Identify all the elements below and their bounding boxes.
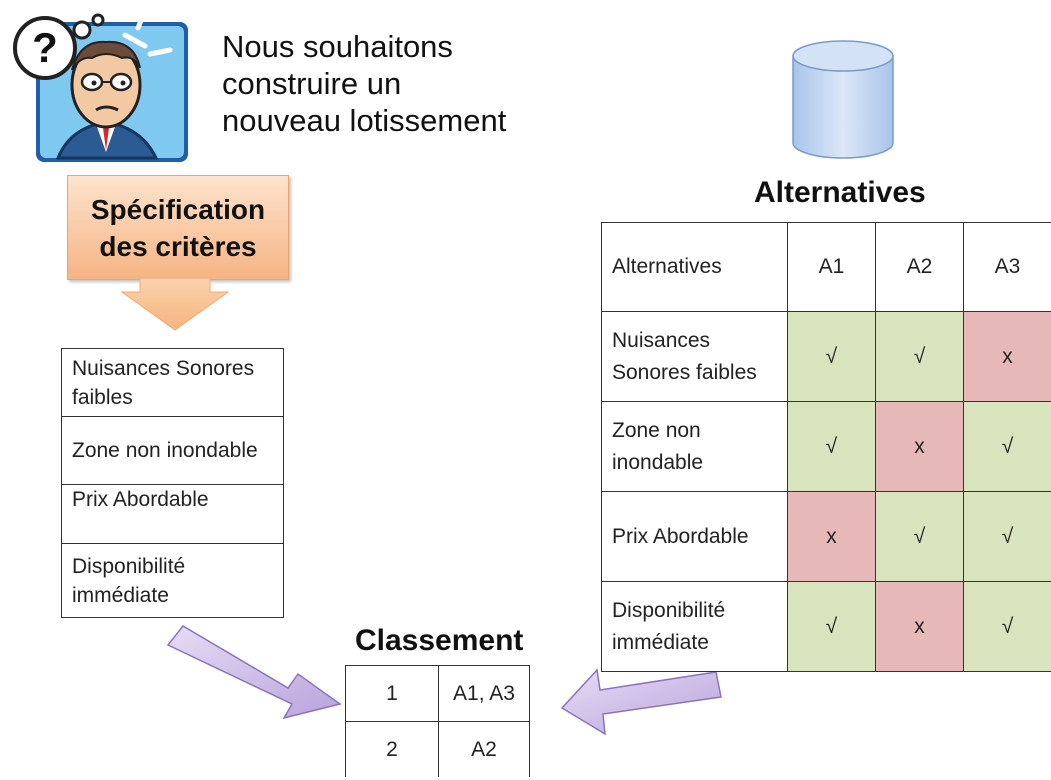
column-header: A1 bbox=[786, 222, 876, 312]
rank-cell: 2 bbox=[345, 721, 439, 777]
cross-cell: x bbox=[962, 311, 1051, 402]
intro-text: Nous souhaitons construire un nouveau lo… bbox=[222, 28, 506, 139]
criteria-specification-box: Spécification des critères bbox=[67, 175, 289, 280]
alternatives-header-row: Alternatives A1 A2 A3 bbox=[601, 222, 1051, 312]
check-cell: √ bbox=[786, 311, 876, 402]
criteria-row: Disponibilité immédiate bbox=[61, 543, 284, 618]
alternatives-title: Alternatives bbox=[754, 176, 926, 209]
intro-line: nouveau lotissement bbox=[222, 103, 507, 138]
cross-cell: x bbox=[874, 401, 964, 492]
svg-text:?: ? bbox=[32, 24, 58, 71]
criteria-row: Zone non inondable bbox=[61, 416, 284, 485]
confused-person-icon: ? bbox=[13, 13, 188, 162]
intro-line: construire un bbox=[222, 66, 402, 101]
ranked-alternatives-cell: A2 bbox=[438, 721, 530, 777]
ranking-title: Classement bbox=[355, 624, 524, 657]
check-cell: √ bbox=[962, 401, 1051, 492]
criteria-row: Nuisances Sonores faibles bbox=[61, 348, 284, 417]
spec-line: des critères bbox=[99, 230, 257, 262]
alternatives-row: Prix Abordable x √ √ bbox=[601, 491, 1051, 582]
database-cylinder-icon bbox=[792, 40, 894, 159]
cross-cell: x bbox=[874, 581, 964, 672]
check-cell: √ bbox=[874, 491, 964, 582]
criteria-table: Nuisances Sonores faibles Zone non inond… bbox=[61, 348, 284, 618]
criteria-cell: Prix Abordable bbox=[61, 484, 284, 544]
criteria-row: Prix Abordable bbox=[61, 484, 284, 544]
alternatives-row: Zone non inondable √ x √ bbox=[601, 401, 1051, 492]
down-arrow-icon bbox=[120, 277, 230, 331]
check-cell: √ bbox=[962, 581, 1051, 672]
spec-line: Spécification bbox=[90, 193, 266, 225]
column-header: A3 bbox=[962, 222, 1051, 312]
row-label: Nuisances Sonores faibles bbox=[601, 311, 788, 402]
alternatives-row: Nuisances Sonores faibles √ √ x bbox=[601, 311, 1051, 402]
rank-cell: 1 bbox=[345, 665, 439, 722]
criteria-cell: Nuisances Sonores faibles bbox=[61, 348, 284, 417]
ranked-alternatives-cell: A1, A3 bbox=[438, 665, 530, 722]
ranking-row: 2 A2 bbox=[345, 721, 530, 777]
check-cell: √ bbox=[962, 491, 1051, 582]
alternatives-table: Alternatives A1 A2 A3 Nuisances Sonores … bbox=[601, 222, 1051, 672]
arrow-to-ranking-left-icon bbox=[166, 625, 342, 720]
cross-cell: x bbox=[786, 491, 876, 582]
row-label: Zone non inondable bbox=[601, 401, 788, 492]
alternatives-header-label: Alternatives bbox=[601, 222, 788, 312]
criteria-cell: Zone non inondable bbox=[61, 416, 284, 485]
intro-line: Nous souhaitons bbox=[222, 29, 453, 64]
arrow-to-ranking-right-icon bbox=[560, 668, 722, 736]
ranking-table: 1 A1, A3 2 A2 bbox=[345, 665, 530, 777]
check-cell: √ bbox=[786, 581, 876, 672]
criteria-cell: Disponibilité immédiate bbox=[61, 543, 284, 618]
row-label: Disponibilité immédiate bbox=[601, 581, 788, 672]
check-cell: √ bbox=[874, 311, 964, 402]
column-header: A2 bbox=[874, 222, 964, 312]
ranking-row: 1 A1, A3 bbox=[345, 665, 530, 722]
row-label: Prix Abordable bbox=[601, 491, 788, 582]
check-cell: √ bbox=[786, 401, 876, 492]
alternatives-row: Disponibilité immédiate √ x √ bbox=[601, 581, 1051, 672]
